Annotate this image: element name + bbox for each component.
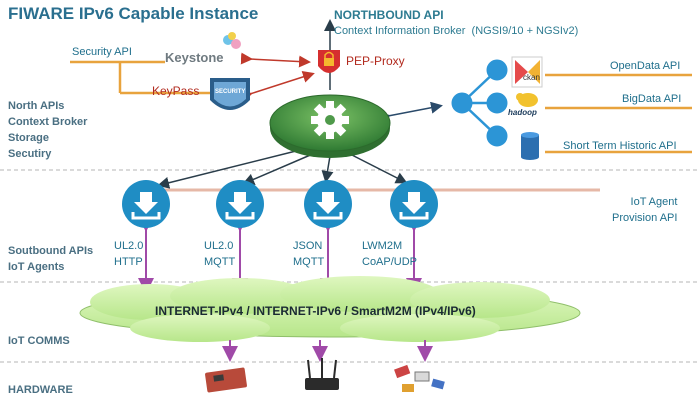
northbound-heading: NORTHBOUND API <box>334 8 444 22</box>
north-layer-label: North APIs Context Broker Storage Secuti… <box>8 100 88 160</box>
hardware-board-icon <box>205 367 247 393</box>
agent-label-3: JSON MQTT <box>293 240 325 268</box>
iot-agent-icon <box>304 180 352 228</box>
keystone-label: Keystone <box>165 50 224 65</box>
iot-agent-icon <box>122 180 170 228</box>
hadoop-logo-text: hadoop <box>508 108 537 117</box>
storage-tree-icon <box>451 59 508 147</box>
pep-proxy-shield-icon <box>318 50 340 73</box>
iot-agent-provision-label: IoT Agent Provision API <box>612 196 678 224</box>
pep-proxy-label: PEP-Proxy <box>346 54 405 68</box>
ckan-logo-icon <box>511 56 543 88</box>
hadoop-logo-icon <box>516 93 538 107</box>
page-title: FIWARE IPv6 Capable Instance <box>8 4 259 23</box>
comms-layer-label: IoT COMMS <box>8 335 70 347</box>
keypass-label: KeyPass <box>152 84 200 98</box>
agent-label-2: UL2.0 MQTT <box>204 240 236 268</box>
cloud-label: INTERNET-IPv4 / INTERNET-IPv6 / SmartM2M… <box>155 304 476 318</box>
iot-agent-icon <box>216 180 264 228</box>
northbound-subtitle: Context Information Broker (NGSI9/10 + N… <box>334 25 579 37</box>
bigdata-api-label: BigData API <box>622 93 682 105</box>
router-icon <box>305 358 339 390</box>
iot-agent-icon <box>390 180 438 228</box>
security-badge-text: SECURITY <box>215 89 246 95</box>
ckan-logo-text: ckan <box>523 73 540 82</box>
context-broker-gear-icon <box>269 94 391 158</box>
security-badge-icon <box>210 78 250 110</box>
sensor-devices-icon <box>394 364 445 392</box>
internet-cloud <box>79 276 581 342</box>
security-api-label: Security API <box>72 46 132 58</box>
hardware-layer-label: HARDWARE <box>8 384 73 396</box>
keystone-icon <box>223 32 241 49</box>
south-layer-label: Soutbound APIs IoT Agents <box>8 245 94 273</box>
database-icon <box>521 132 539 160</box>
agent-label-1: UL2.0 HTTP <box>114 240 144 268</box>
historic-api-label: Short Term Historic API <box>563 140 677 152</box>
agent-label-4: LWM2M CoAP/UDP <box>362 240 418 268</box>
opendata-api-label: OpenData API <box>610 60 681 72</box>
